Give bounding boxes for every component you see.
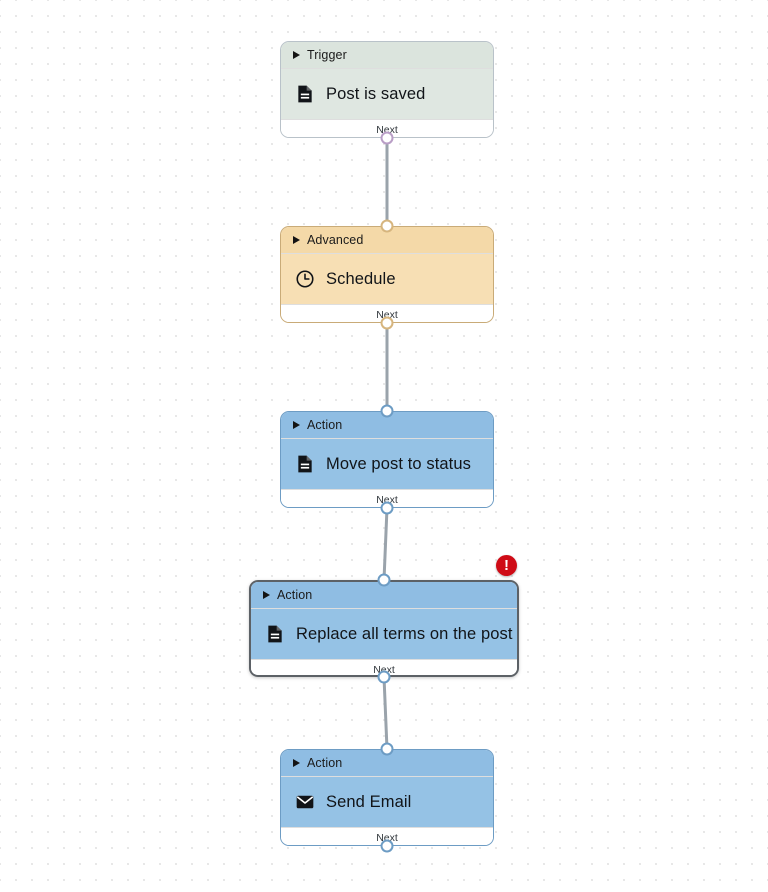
node-category-label: Advanced — [307, 233, 364, 247]
port-out-advanced[interactable] — [380, 316, 394, 330]
node-body-trigger-post-is-saved[interactable]: Post is saved — [281, 69, 493, 119]
disclosure-triangle-icon[interactable] — [263, 591, 270, 599]
node-next-footer[interactable]: Next — [251, 659, 517, 676]
node-header-trigger-post-is-saved[interactable]: Trigger — [281, 42, 493, 68]
node-divider — [281, 253, 493, 254]
node-category-label: Action — [307, 418, 343, 432]
node-divider — [281, 68, 493, 69]
disclosure-triangle-icon[interactable] — [293, 421, 300, 429]
disclosure-triangle-icon[interactable] — [293, 236, 300, 244]
node-divider — [281, 776, 493, 777]
node-body-action-send-email[interactable]: Send Email — [281, 777, 493, 827]
node-title-label: Replace all terms on the post — [296, 624, 513, 643]
port-in-send-email[interactable] — [380, 742, 394, 756]
clock-icon — [296, 270, 314, 288]
node-divider — [281, 438, 493, 439]
error-badge[interactable]: ! — [496, 555, 517, 576]
node-category-label: Action — [307, 756, 343, 770]
port-in-replace-terms[interactable] — [377, 573, 391, 587]
node-title-label: Send Email — [326, 792, 412, 811]
port-out-replace-terms[interactable] — [377, 670, 391, 684]
document-icon — [268, 625, 282, 643]
port-in-advanced[interactable] — [380, 219, 394, 233]
node-next-footer[interactable]: Next — [281, 304, 493, 322]
disclosure-triangle-icon[interactable] — [293, 51, 300, 59]
node-next-footer[interactable]: Next — [281, 119, 493, 137]
document-icon — [298, 455, 312, 473]
disclosure-triangle-icon[interactable] — [293, 759, 300, 767]
node-title-label: Move post to status — [326, 454, 471, 473]
port-out-send-email[interactable] — [380, 839, 394, 853]
node-body-action-move-post-to-status[interactable]: Move post to status — [281, 439, 493, 489]
node-divider — [251, 608, 517, 609]
node-body-action-replace-all-terms-on-the-post[interactable]: Replace all terms on the post — [251, 609, 517, 659]
port-out-move-post[interactable] — [380, 501, 394, 515]
node-title-label: Post is saved — [326, 84, 426, 103]
node-body-advanced-schedule[interactable]: Schedule — [281, 254, 493, 304]
node-category-label: Action — [277, 588, 313, 602]
envelope-icon — [296, 795, 314, 809]
port-out-trigger[interactable] — [380, 131, 394, 145]
document-icon — [298, 85, 312, 103]
next-label: Next — [373, 663, 395, 676]
exclamation-icon: ! — [504, 556, 509, 574]
port-in-move-post[interactable] — [380, 404, 394, 418]
node-category-label: Trigger — [307, 48, 347, 62]
node-title-label: Schedule — [326, 269, 396, 288]
